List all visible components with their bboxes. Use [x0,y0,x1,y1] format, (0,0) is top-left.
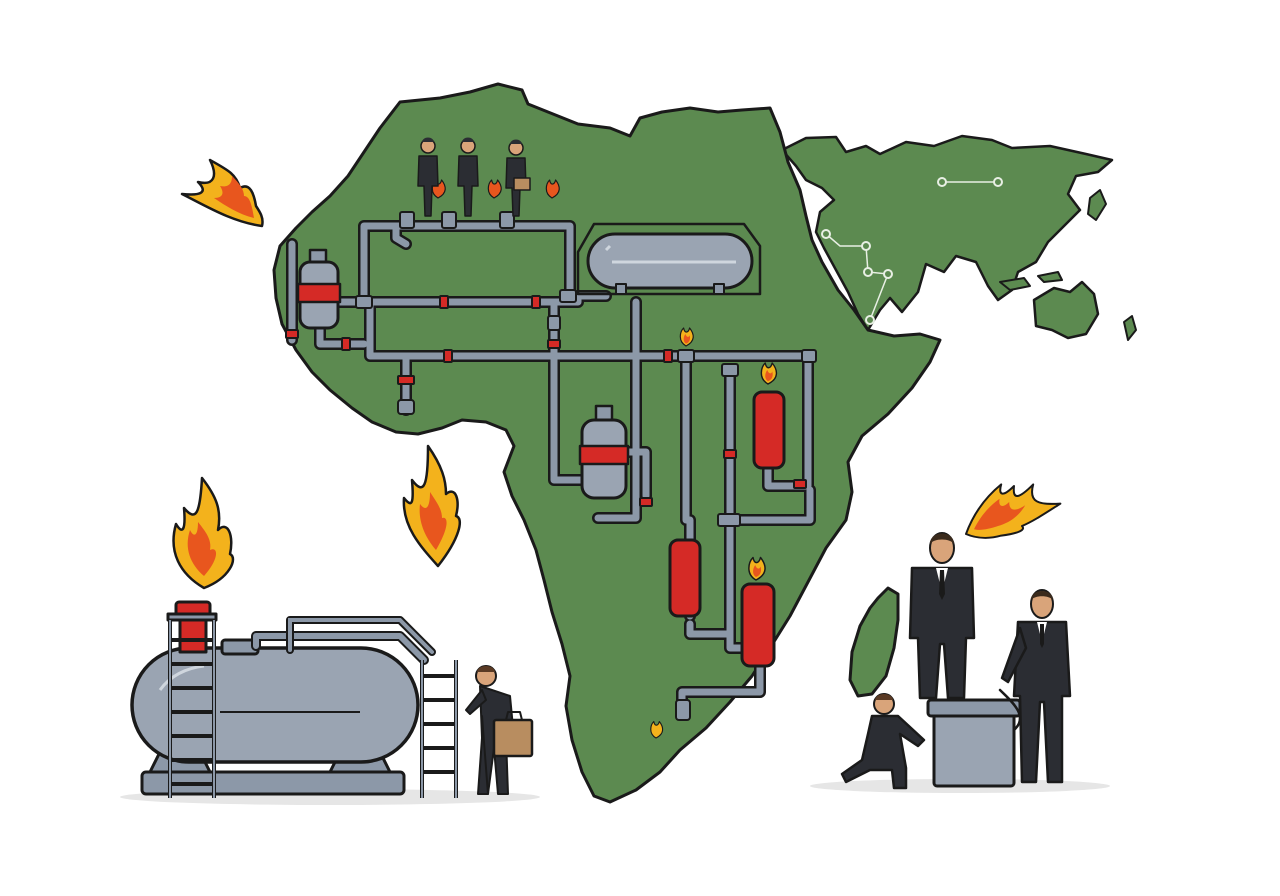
small-flames [431,179,778,739]
businessman-icon [457,137,479,217]
flame-icon [180,158,264,228]
cylinder-red-northeast [752,390,786,470]
pipe-valves [285,295,807,507]
flame-icon [172,476,235,590]
pipeline-icon [285,211,817,721]
flame-icon [487,179,502,199]
businessman-icon [417,137,439,217]
flame-icon [760,362,778,385]
cylinder-red-southeast [740,582,776,668]
cylinder-west [296,248,342,330]
cylinder-central [578,404,630,500]
world-route-nodes [821,177,1003,325]
gas-cylinder-icon [296,248,786,668]
businessman-icon [1000,589,1072,784]
gas-machine-icon [926,688,1022,788]
businessman-icon [840,693,926,790]
briefcase-icon [513,177,531,191]
cylinder-red-south [668,538,702,618]
world-map-icon [780,134,1137,341]
new-zealand-landmass [1123,315,1137,341]
flame-icon [679,327,694,347]
flame-icon [402,444,462,568]
flame-icon [650,720,664,739]
flame-icon [748,556,766,581]
world-route-lines [825,181,998,321]
ladder-icon [420,660,458,798]
storage-tank-icon [576,222,762,296]
businessman-icon [465,665,534,795]
storage-tank-icon [130,616,436,796]
businessman-icon [505,139,531,217]
pipe-joints [355,211,817,721]
flame-icon [964,483,1062,539]
japan-landmass [1087,189,1107,221]
businessman-icon [908,532,976,700]
australia-landmass [1032,280,1100,340]
ladder-icon [166,600,218,798]
flame-icon [545,179,560,199]
madagascar-landmass [848,586,900,698]
briefcase-icon [492,718,534,758]
indonesia-landmass [999,271,1063,291]
